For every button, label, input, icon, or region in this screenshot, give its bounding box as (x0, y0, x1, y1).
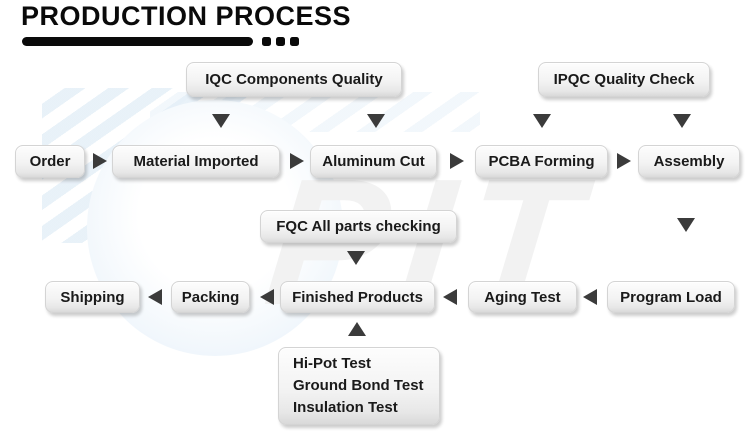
final-test-line: Hi-Pot Test (293, 355, 372, 372)
arrow-down-icon (673, 114, 691, 128)
title-accent-dot (290, 37, 299, 46)
title-accent-dot (276, 37, 285, 46)
arrow-down-icon (533, 114, 551, 128)
flow-step-finished-products: Finished Products (280, 281, 435, 313)
arrow-right-icon (93, 153, 107, 169)
flow-step-material-imported: Material Imported (112, 145, 280, 178)
arrow-right-icon (450, 153, 464, 169)
title-accent-dot (262, 37, 271, 46)
arrow-left-icon (443, 289, 457, 305)
check-box-fqc: FQC All parts checking (260, 210, 457, 243)
flow-step-order: Order (15, 145, 85, 178)
arrow-down-icon (677, 218, 695, 232)
final-test-line: Insulation Test (293, 399, 398, 416)
flow-step-aging-test: Aging Test (468, 281, 577, 313)
final-test-box: Hi-Pot Test Ground Bond Test Insulation … (278, 347, 440, 425)
final-test-line: Ground Bond Test (293, 377, 424, 394)
flow-step-shipping: Shipping (45, 281, 140, 313)
arrow-down-icon (367, 114, 385, 128)
flow-step-pcba-forming: PCBA Forming (475, 145, 608, 178)
arrow-right-icon (290, 153, 304, 169)
page-title: PRODUCTION PROCESS (21, 1, 352, 31)
title-underline (22, 37, 253, 46)
flow-step-assembly: Assembly (638, 145, 740, 178)
flow-step-program-load: Program Load (607, 281, 735, 313)
flow-step-aluminum-cut: Aluminum Cut (310, 145, 437, 178)
quality-box-ipqc: IPQC Quality Check (538, 62, 710, 97)
arrow-left-icon (260, 289, 274, 305)
arrow-down-icon (212, 114, 230, 128)
arrow-left-icon (583, 289, 597, 305)
arrow-left-icon (148, 289, 162, 305)
arrow-down-icon (347, 251, 365, 265)
flow-step-packing: Packing (171, 281, 250, 313)
arrow-up-icon (348, 322, 366, 336)
quality-box-iqc: IQC Components Quality (186, 62, 402, 97)
arrow-right-icon (617, 153, 631, 169)
